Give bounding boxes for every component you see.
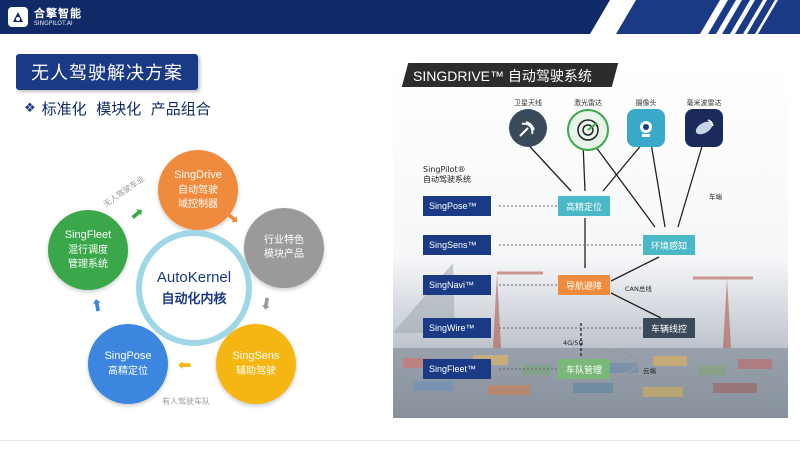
note-network: 4G/5G	[563, 339, 584, 347]
system-diagram-panel: SINGDRIVE™ 自动驾驶系统	[393, 63, 788, 418]
box-navigation-avoidance: 导航避障	[558, 275, 610, 295]
feature-line1: 行业特色	[264, 235, 304, 246]
page-title: 无人驾驶解决方案	[16, 54, 198, 90]
header-stripes	[590, 0, 800, 34]
autokernel-core: AutoKernel 自动化内核	[136, 230, 252, 346]
product-cycle-diagram: SingDrive 自动驾驶 域控制器 行业特色 模块产品 SingSens 辅…	[30, 138, 370, 428]
arc-label-bottom: 有人驾驶车队	[162, 397, 210, 406]
camera-icon	[627, 109, 665, 147]
subtitle-text: 标准化 模块化 产品组合	[41, 100, 211, 118]
header-bar: 合擎智能 SINGPILOT.AI	[0, 0, 800, 34]
tag-singpose: SingPose™	[423, 196, 491, 216]
note-cloud: 云端	[643, 367, 656, 375]
company-logo: 合擎智能 SINGPILOT.AI	[8, 6, 82, 28]
panel-title: SINGDRIVE™ 自动驾驶系统	[413, 68, 592, 84]
sensor-label-lidar: 激光雷达	[574, 99, 602, 107]
singdrive-node: SingDrive 自动驾驶 域控制器	[158, 150, 238, 230]
singdrive-line2: 域控制器	[178, 198, 218, 210]
feature-module-node: 行业特色 模块产品	[244, 208, 324, 288]
tag-singwire: SingWire™	[423, 318, 491, 338]
box-precise-positioning: 高精定位	[558, 196, 610, 216]
singpose-line1: 高精定位	[108, 365, 148, 377]
core-name-cn: 自动化内核	[161, 292, 227, 307]
subtitle: ❖ 标准化 模块化 产品组合	[24, 98, 211, 119]
core-name-en: AutoKernel	[156, 269, 232, 286]
box-fleet-management: 车队管理	[558, 359, 610, 379]
platform-line2: 自动驾驶系统	[423, 174, 471, 184]
box-vehicle-control: 车辆线控	[643, 318, 695, 338]
singfleet-name: SingFleet	[64, 229, 112, 242]
singdrive-line1: 自动驾驶	[178, 184, 218, 196]
logo-text-en: SINGPILOT.AI	[34, 19, 73, 27]
singdrive-name: SingDrive	[174, 169, 222, 182]
sensor-label-satellite: 卫星天线	[514, 99, 542, 107]
satellite-antenna-icon	[509, 109, 547, 147]
singfleet-line1: 混行调度	[68, 244, 108, 256]
singpose-name: SingPose	[104, 350, 152, 363]
logo-icon	[8, 7, 28, 27]
singsens-node: SingSens 辅助驾驶	[216, 324, 296, 404]
mmwave-radar-icon	[685, 109, 723, 147]
arrow-down-icon: ➡	[256, 295, 278, 312]
singfleet-line2: 管理系统	[68, 258, 108, 270]
platform-label: SingPilot® 自动驾驶系统	[423, 165, 471, 184]
note-can-bus: CAN总线	[625, 285, 652, 293]
arrow-left-icon: ➡	[178, 356, 192, 375]
singsens-name: SingSens	[232, 350, 280, 363]
feature-line2: 模块产品	[264, 249, 304, 260]
platform-line1: SingPilot®	[423, 165, 466, 174]
arrow-upright-icon: ➡	[125, 201, 148, 226]
singsens-line1: 辅助驾驶	[236, 365, 276, 377]
lidar-icon	[567, 109, 609, 151]
arrow-up-icon: ➡	[86, 297, 108, 314]
tag-singnavi: SingNavi™	[423, 275, 491, 295]
note-chassis: 车端	[709, 193, 722, 201]
tag-singsens: SingSens™	[423, 235, 491, 255]
box-environment-perception: 环境感知	[643, 235, 695, 255]
bullet-icon: ❖	[24, 101, 36, 116]
tag-singfleet: SingFleet™	[423, 359, 491, 379]
sensor-label-radar: 毫米波雷达	[686, 99, 722, 107]
singfleet-node: SingFleet 混行调度 管理系统	[48, 210, 128, 290]
arc-label-top: 无人驾驶车业	[101, 174, 147, 209]
sensor-label-camera: 摄像头	[635, 99, 657, 107]
logo-text-cn: 合擎智能	[34, 6, 82, 20]
singpose-node: SingPose 高精定位	[88, 324, 168, 404]
footer-divider	[0, 440, 800, 441]
